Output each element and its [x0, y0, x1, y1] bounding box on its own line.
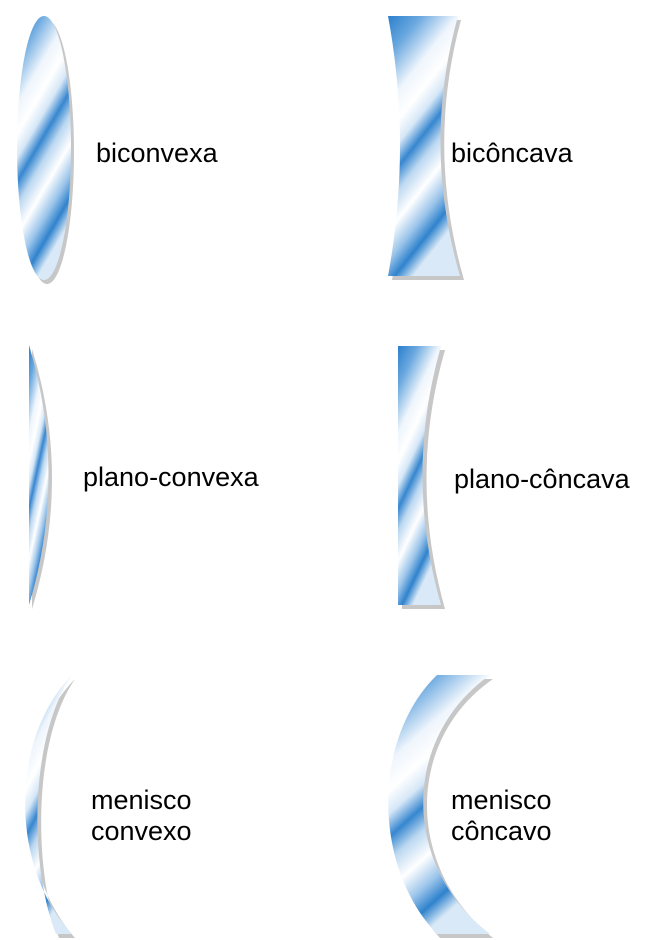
meniscus-convex-lens	[25, 675, 75, 938]
plano-concave-lens	[398, 346, 445, 609]
meniscus-concave-lens	[388, 675, 493, 938]
meniscus-concave-label-line2: côncavo	[451, 816, 552, 846]
meniscus-convex-label-line1: menisco	[91, 785, 192, 815]
plano-concave-label: plano-côncava	[454, 464, 630, 494]
meniscus-concave-label: menisco côncavo	[451, 785, 552, 847]
plano-convex-lens	[29, 345, 52, 609]
meniscus-concave-label-line1: menisco	[451, 785, 552, 815]
meniscus-convex-label-line2: convexo	[91, 816, 192, 846]
biconcave-label: bicôncava	[451, 138, 573, 168]
biconvex-lens	[17, 16, 74, 284]
biconcave-lens	[388, 16, 464, 280]
biconvex-label: biconvexa	[96, 138, 218, 168]
plano-convex-label: plano-convexa	[83, 462, 259, 492]
meniscus-convex-label: menisco convexo	[91, 785, 192, 847]
